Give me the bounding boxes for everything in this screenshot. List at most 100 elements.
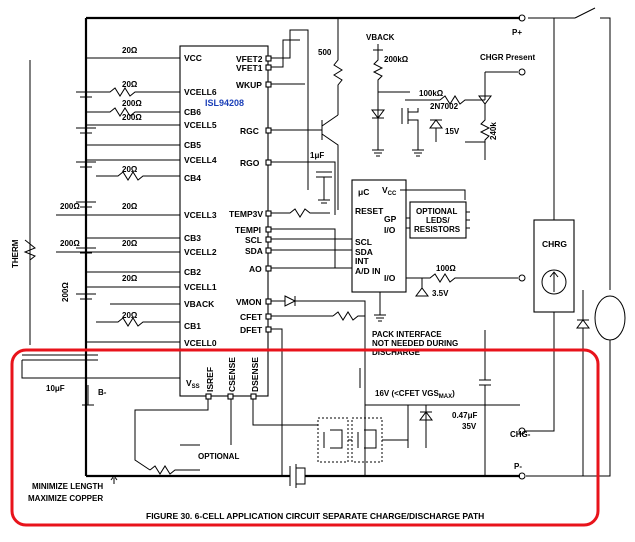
pin-ao: AO [249,264,262,274]
pin-vcell5: VCELL5 [184,120,217,130]
r100k-label: 100kΩ [419,89,444,98]
chg-minus-label: CHG- [510,430,531,439]
uc-pin-io-1: I/O [384,225,396,235]
pin-vcell1: VCELL1 [184,282,217,292]
pin-dsense: DSENSE [250,357,260,392]
r20-label-3: 20Ω [122,165,138,174]
ic-body [179,45,269,351]
p-minus-label: P- [514,462,522,471]
pin-sda: SDA [245,246,263,256]
pin-scl: SCL [245,235,262,245]
chgr-present-label: CHGR Present [480,53,535,62]
vback-label: VBACK [366,33,395,42]
pin-tempi: TEMPI [235,225,261,235]
cell-stack [76,60,96,476]
uc-pin-io-2: I/O [384,273,396,283]
microcontroller: μC VCC RESET GP I/O SCL SDA INT A/D IN I… [351,179,518,322]
z15v-label: 15V [445,127,460,136]
pin-rgo: RGO [240,158,260,168]
r200-label-2: 200Ω [122,113,142,122]
optional-label: OPTIONAL [198,452,239,461]
uc-pin-int: INT [355,256,370,266]
r200-label-1: 200Ω [122,99,142,108]
b-minus-label: B- [98,388,107,397]
r20-label-2: 20Ω [122,80,138,89]
c1uf-label: 1μF [310,151,324,160]
uc-pin-reset: RESET [355,206,384,216]
charger-source-icon [541,269,567,295]
pin-vcell3: VCELL3 [184,210,217,220]
charge-discharge-fets: 16V (<CFET VGSMAX) 0.47μF 35V CHG- P- P+ [281,28,531,488]
motor-icon [594,295,626,341]
optional-box-line-1: OPTIONAL [416,207,457,216]
optional-box-line-3: RESISTORS [414,225,461,234]
z16v-label: 16V (<CFET VGSMAX) [375,389,455,400]
charger: CHRG [524,7,626,477]
pin-isref: ISREF [205,367,215,392]
pack-interface-note: PACK INTERFACE NOT NEEDED DURING DISCHAR… [372,330,458,357]
r500-label: 500 [318,48,332,57]
therm-label: THERM [11,239,20,268]
optional-box-line-2: LEDS/ [426,216,450,225]
pack-interface-line-1: PACK INTERFACE [372,330,442,339]
pin-vcc: VCC [184,53,202,63]
regulator-transistor: 500 1μF [310,18,343,210]
pin-wkup: WKUP [236,80,262,90]
r20-label-5: 20Ω [122,239,138,248]
pack-interface-line-3: DISCHARGE [372,348,421,357]
pin-dfet: DFET [240,325,263,335]
highlight-frame [10,348,600,527]
r240k-label: 240k [489,122,498,140]
charger-box [533,219,575,313]
charger-label: CHRG [542,239,567,249]
optional-leds-box [409,201,467,239]
r200-label-3: 200Ω [60,202,80,211]
p-plus-label: P+ [512,28,522,37]
max-copper-label: MAXIMIZE COPPER [28,494,103,503]
uc-pin-scl: SCL [355,237,372,247]
fet-2n7002-label: 2N7002 [430,102,459,111]
r200-label-4: 200Ω [60,239,80,248]
pack-interface-line-2: NOT NEEDED DURING [372,339,458,348]
r200-label-5: 200Ω [61,282,70,302]
r20-label-6: 20Ω [122,274,138,283]
uc-pin-gp: GP [384,214,397,224]
r20-label-4: 20Ω [122,202,138,211]
pin-vfet1: VFET1 [236,63,263,73]
r20-label-7: 20Ω [122,311,138,320]
pin-rgc: RGC [240,126,259,136]
pin-cb5: CB5 [184,140,201,150]
pin-vmon: VMON [236,297,262,307]
uc-body [351,179,407,293]
pin-vss: VSS [186,378,200,390]
isl94208-ic: ISL94208 VCC VCELL6 CB6 VCELL5 CB5 VCELL… [179,45,272,351]
pin-csense: CSENSE [227,357,237,392]
pin-vcell4: VCELL4 [184,155,217,165]
input-capacitors: 10μF B- [21,354,160,406]
pin-vcell6: VCELL6 [184,87,217,97]
uc-vcc: VCC [382,185,397,197]
uc-pin-sda: SDA [355,247,373,257]
pin-cb1: CB1 [184,321,201,331]
pin-vcell0: VCELL0 [184,338,217,348]
pin-cb6: CB6 [184,107,201,117]
c047-voltage-label: 35V [462,422,477,431]
uc-pin-adin: A/D IN [355,266,381,276]
r20-label-1: 20Ω [122,46,138,55]
wakeup-circuit: VBACK 200kΩ 100kΩ 2N7002 15V CHGR Presen… [366,33,535,160]
r200k-label: 200kΩ [384,55,409,64]
pin-cb2: CB2 [184,267,201,277]
pin-cb3: CB3 [184,233,201,243]
ic-bottom-section: VSS ISREF CSENSE DSENSE OPTIONAL [134,349,290,475]
layout-note: MINIMIZE LENGTH MAXIMIZE COPPER [28,475,118,503]
pin-vcell2: VCELL2 [184,247,217,257]
uc-title: μC [358,187,369,197]
c10uf-label: 10μF [46,384,65,393]
min-length-label: MINIMIZE LENGTH [32,482,103,491]
pin-temp3v: TEMP3V [229,209,263,219]
thermistor: THERM [11,60,36,345]
ic-name: ISL94208 [205,98,244,108]
pin-cb4: CB4 [184,173,201,183]
pin-vfet2: VFET2 [236,54,263,64]
